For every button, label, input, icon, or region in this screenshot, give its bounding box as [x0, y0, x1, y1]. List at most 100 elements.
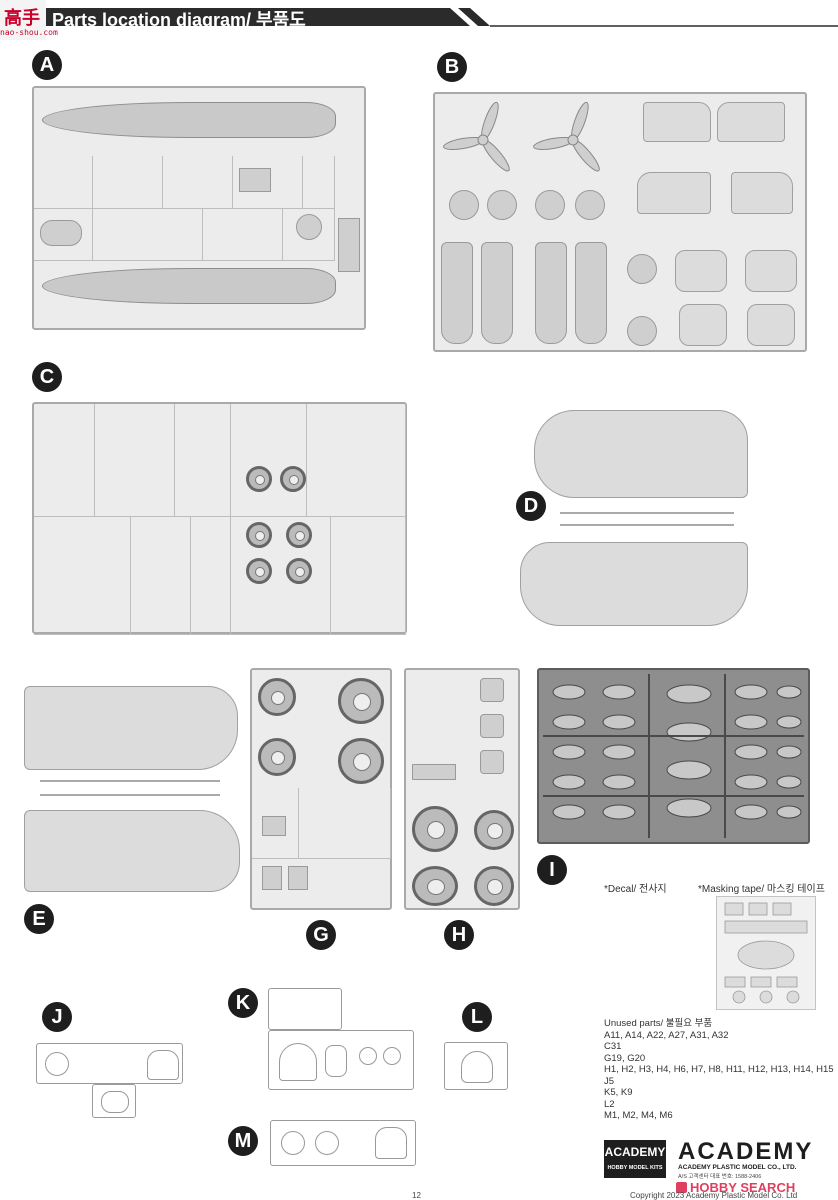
tail-plane-1	[643, 102, 711, 142]
fuselage-half-left	[42, 102, 336, 138]
watermark-url: nao-shou.com	[0, 28, 58, 37]
watermark-logo: 高手 nao-shou.com	[0, 0, 58, 40]
sprue-label-k: K	[228, 988, 258, 1018]
watermark-text: 高手	[4, 8, 40, 29]
masking-note: *Masking tape/ 마스킹 테이프	[698, 884, 825, 895]
service-number: A/S 고객센터 대표 번호: 1588-2406	[678, 1174, 762, 1180]
company-name: ACADEMY PLASTIC MODEL CO., LTD.	[678, 1164, 797, 1171]
rudder-1	[675, 250, 727, 292]
part-g-block-2	[262, 866, 282, 890]
sprue-label-e: E	[24, 904, 54, 934]
cowl-g-1	[258, 678, 296, 716]
sprue-h	[404, 668, 520, 910]
header-band	[0, 8, 838, 27]
part-h-bar	[412, 764, 456, 780]
tail-plane-3	[637, 172, 711, 214]
copyright: Copyright 2023 Academy Plastic Model Co.…	[630, 1191, 798, 1200]
wing-d-lower	[520, 542, 748, 626]
engine-face-2	[487, 190, 517, 220]
part-g-block-3	[288, 866, 308, 890]
wing-d-upper	[534, 410, 748, 498]
wheel-c-3	[246, 522, 272, 548]
tail-plane-2	[717, 102, 785, 142]
page-title: Parts location diagram/ 부품도	[52, 10, 306, 30]
unused-item: H1, H2, H3, H4, H6, H7, H8, H11, H12, H1…	[604, 1064, 834, 1075]
academy-badge: ACADEMY HOBBY MODEL KITS	[604, 1140, 666, 1178]
unused-item: K5, K9	[604, 1087, 633, 1098]
sprue-label-m: M	[228, 1126, 258, 1156]
page-number: 12	[412, 1191, 421, 1200]
wheel-c-1	[246, 466, 272, 492]
fuselage-half-right	[42, 268, 336, 304]
engine-face-3	[535, 190, 565, 220]
sprue-j-lower	[92, 1084, 136, 1118]
disc-g-2	[338, 738, 384, 784]
wheel-c-5	[246, 558, 272, 584]
wheel-c-4	[286, 522, 312, 548]
part-g-block-1	[262, 816, 286, 836]
wing-e-lower	[24, 810, 240, 892]
nacelle-4	[575, 242, 607, 344]
part-a-block	[239, 168, 271, 192]
masking-tape-sheet	[716, 896, 816, 1010]
nacelle-1	[441, 242, 473, 344]
sprue-label-h: H	[444, 920, 474, 950]
disc-h-2	[474, 866, 514, 906]
rudder-4	[747, 304, 795, 346]
engine-face-5	[627, 254, 657, 284]
sprue-b	[433, 92, 807, 352]
wing-e-upper	[24, 686, 238, 770]
sprue-label-b: B	[437, 52, 467, 82]
sprue-label-i: I	[537, 855, 567, 885]
sprue-j	[36, 1043, 183, 1084]
academy-wordmark: ACADEMY	[678, 1138, 814, 1165]
cowl-g-2	[258, 738, 296, 776]
part-h-3	[480, 750, 504, 774]
unused-title: Unused parts/ 불필요 부품	[604, 1018, 713, 1029]
sprue-label-l: L	[462, 1002, 492, 1032]
unused-item: J5	[604, 1075, 615, 1087]
sprue-e	[24, 680, 240, 892]
hobbysearch-text: HOBBY SEARCH	[690, 1180, 796, 1195]
masking-shapes	[724, 902, 808, 1004]
sprue-label-d: D	[516, 491, 546, 521]
unused-parts-list: Unused parts/ 불필요 부품 A11, A14, A22, A27,…	[604, 1018, 834, 1122]
sprue-a	[32, 86, 366, 330]
sprue-k-upper	[268, 988, 342, 1030]
rudder-2	[745, 250, 797, 292]
sprue-d	[520, 404, 750, 630]
sprue-label-c: C	[32, 362, 62, 392]
unused-item: A11, A14, A22, A27, A31, A32	[604, 1029, 729, 1041]
part-a-disc	[296, 214, 322, 240]
hobbysearch-icon	[676, 1182, 687, 1193]
unused-item: C31	[604, 1041, 622, 1052]
decal-note: *Decal/ 전사지	[604, 884, 667, 895]
part-h-1	[480, 678, 504, 702]
part-a-canopy-frame	[40, 220, 82, 246]
cowl-h-1	[412, 806, 458, 852]
unused-item: M1, M2, M4, M6	[604, 1110, 673, 1121]
bomb-parts	[543, 674, 804, 838]
engine-face-6	[627, 316, 657, 346]
badge-bottom: HOBBY MODEL KITS	[607, 1165, 663, 1171]
disc-g-1	[338, 678, 384, 724]
sprue-g	[250, 668, 392, 910]
propeller-2	[533, 101, 600, 172]
badge-top: ACADEMY	[604, 1145, 666, 1159]
engine-face-1	[449, 190, 479, 220]
sprue-c	[32, 402, 407, 635]
sprue-label-a: A	[32, 50, 62, 80]
unused-item: G19, G20	[604, 1052, 646, 1064]
nacelle-3	[535, 242, 567, 344]
rudder-3	[679, 304, 727, 346]
disc-h-1	[474, 810, 514, 850]
nacelle-2	[481, 242, 513, 344]
wheel-c-6	[286, 558, 312, 584]
sprue-label-g: G	[306, 920, 336, 950]
sprue-i	[537, 668, 810, 844]
engine-face-4	[575, 190, 605, 220]
cowl-h-2	[412, 866, 458, 906]
sprue-m	[270, 1120, 416, 1166]
sprue-label-j: J	[42, 1002, 72, 1032]
wheel-c-2	[280, 466, 306, 492]
